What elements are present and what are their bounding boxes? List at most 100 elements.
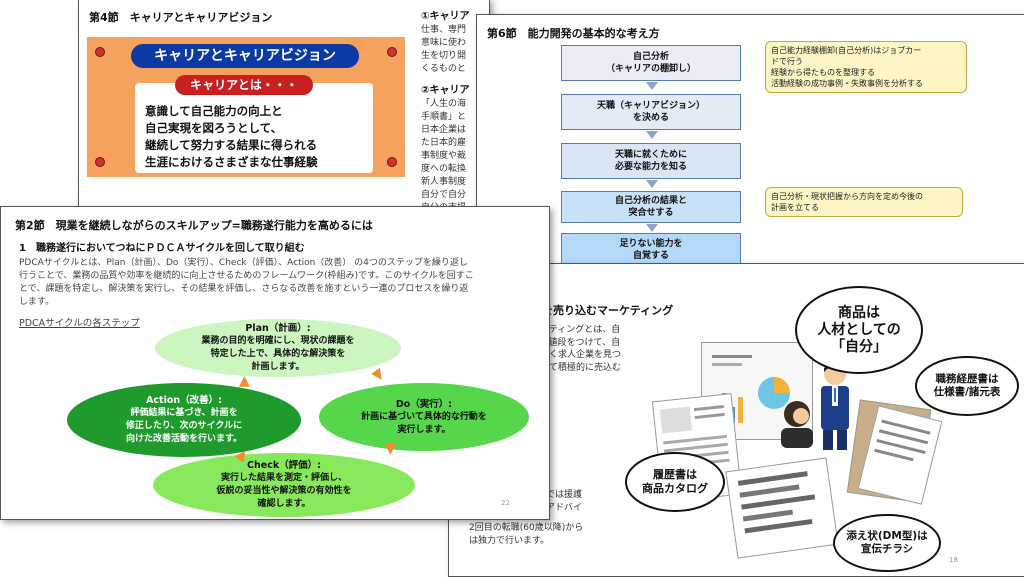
paragraph-line: PDCAサイクルとは、Plan（計画）、Do（実行）、Check（評価）、Act…: [19, 258, 468, 268]
bubble-line: 「自分」: [831, 338, 887, 355]
text-line: 動では援護: [537, 490, 583, 500]
text-line: って値段をつけて、自: [531, 337, 621, 348]
text-line: は独力で行います。: [469, 535, 550, 546]
text-line: た日本的雇: [421, 138, 467, 148]
note-line: 経験から得たものを整理する: [771, 68, 875, 77]
cycle-arrow-icon: ▲: [239, 373, 250, 389]
bubble-line: 職務経歴書は: [935, 373, 999, 385]
slide-ability-development: 第6節 能力開発の基本的な考え方 自己分析（キャリアの棚卸し） 天職（キャリアビ…: [476, 14, 1024, 326]
text-line: 。アドバイ: [537, 502, 583, 513]
bubble-job-history: 職務経歴書は 仕様書/諸元表: [915, 356, 1019, 416]
cycle-arrow-icon: ▼: [385, 441, 396, 457]
rivet-icon: [387, 157, 397, 167]
flow-arrow-icon: [646, 180, 658, 188]
rivet-icon: [95, 47, 105, 57]
callout-note-self-analysis: 自己能力経験棚卸(自己分析)はジョブカー ドで行う 経験から得たものを整理する …: [765, 41, 967, 93]
text-line: 事制度や裁: [421, 151, 467, 161]
paragraph-line: とで、課題を特定し、解決策を実行し、その結果を評価し、さらなる改善を施すという一…: [19, 284, 469, 294]
step-heading: Do（実行）:: [395, 398, 453, 410]
flow-arrow-icon: [646, 131, 658, 139]
paragraph-line: します。: [19, 297, 55, 307]
note-line: 自己分析・現状把握から方向を定め今後の: [771, 192, 923, 201]
bubble-line: 添え状(DM型)は: [846, 530, 928, 542]
text-line: ーケティングとは、自: [531, 325, 621, 335]
text-line: くるものと: [421, 64, 466, 74]
step-heading: Action（改善）:: [146, 395, 222, 406]
bubble-resume-catalog: 履歴書は 商品カタログ: [625, 452, 725, 512]
flow-step-required-skills: 天職に就くために必要な能力を知る: [561, 143, 741, 179]
page-number: 18: [949, 556, 958, 564]
step-line: 自覚する: [632, 251, 669, 261]
bubble-line: 宣伝チラシ: [860, 543, 914, 555]
cycle-arrow-icon: ▼: [369, 365, 388, 385]
page-number: 22: [501, 499, 510, 507]
section-subtitle: 1 職務遂行においてつねにＰＤＣＡサイクルを回して取り組む: [19, 243, 305, 254]
audience-icon: [777, 398, 817, 448]
bubble-line: 仕様書/諸元表: [933, 386, 1001, 398]
banner-card: 意識して自己能力の向上と 自己実現を図ろうとして、 継続して努力する結果に得られ…: [135, 83, 373, 173]
step-line: 計画に基づいて具体的な行動を: [361, 411, 487, 422]
text-line: 仕事、専門: [421, 25, 467, 35]
flow-step-self-analysis: 自己分析（キャリアの棚卸し）: [561, 45, 741, 81]
note-line: 自己能力経験棚卸(自己分析)はジョブカー: [771, 46, 922, 55]
text-line: 2回目の転職(60歳以降)から: [469, 523, 584, 533]
rivet-icon: [95, 157, 105, 167]
banner-line: 継続して努力する結果に得られる: [145, 138, 318, 152]
text-line: 「人生の海: [421, 99, 467, 109]
bubble-line: 履歴書は: [653, 468, 697, 481]
note-line: 計画を立てる: [771, 203, 819, 212]
paragraph-line: 行うことで、業務の品質や効率を継続的に向上させるためのフレームワーク(枠組み)で…: [19, 271, 474, 281]
step-line: 計画します。: [251, 362, 305, 372]
paper-lines: [874, 419, 931, 462]
step-line: 確認します。: [257, 499, 311, 509]
text-line: 意味に使わ: [421, 38, 467, 48]
step-line: 突合せする: [628, 208, 674, 218]
flow-arrow-icon: [646, 224, 658, 232]
bubble-cover-letter: 添え状(DM型)は 宣伝チラシ: [833, 514, 941, 572]
marketing-description: ーケティングとは、自 って値段をつけて、自 で早く求人企業を見つ わせて積極的に…: [531, 324, 621, 374]
banner-heading: キャリアとキャリアビジョン: [131, 44, 359, 68]
text-line: で早く求人企業を見つ: [531, 350, 622, 360]
flow-step-match-results: 自己分析の結果と突合せする: [561, 191, 741, 223]
flow-step-recognize-gaps: 足りない能力を自覚する: [561, 233, 741, 267]
action-ellipse: Action（改善）: 評価結果に基づき、計画を 修正したり、次のサイクルに 向…: [67, 383, 301, 457]
bubble-line: 人材としての: [817, 321, 901, 338]
check-ellipse: Check（評価）: 実行した結果を測定・評価し、 仮説の妥当性や解決策の有効性…: [153, 453, 415, 517]
step-line: 必要な能力を知る: [614, 162, 687, 172]
bubble-line: 商品は: [838, 304, 880, 321]
section-heading: ②キャリア: [421, 85, 470, 96]
step-line: 業務の目的を明確にし、現状の課題を: [201, 336, 355, 346]
slide-title: 第4節 キャリアとキャリアビジョン: [89, 11, 273, 24]
slide-title: 分を売り込むマーケティング: [531, 304, 674, 317]
career-definition-column: ①キャリア 仕事、専門 意味に使わ 生を切り開 くるものと: [421, 7, 489, 74]
step-line: 仮説の妥当性や解決策の有効性を: [216, 486, 352, 496]
do-ellipse: Do（実行）: 計画に基づいて具体的な行動を 実行します。: [319, 383, 529, 451]
step-line: 評価結果に基づき、計画を: [130, 408, 238, 418]
section-heading: ①キャリア: [421, 11, 470, 22]
rivet-icon: [387, 47, 397, 57]
text-line: 手順書」と: [421, 112, 467, 122]
note-line: ドで行う: [771, 57, 803, 66]
banner-line: 意識して自己能力の向上と: [145, 104, 283, 118]
letter-lines: [737, 471, 816, 534]
text-line: 自分で自分: [421, 190, 467, 200]
step-heading: Plan（計画）:: [245, 323, 311, 334]
bubble-product-self: 商品は 人材としての 「自分」: [795, 286, 923, 374]
step-line: 自己分析の結果と: [614, 196, 687, 206]
slide-pdca-cycle: 第2節 現業を継続しながらのスキルアップ=職務遂行能力を高めるには 1 職務遂行…: [0, 206, 550, 520]
pdca-paragraph: PDCAサイクルとは、Plan（計画）、Do（実行）、Check（評価）、Act…: [19, 257, 539, 309]
text-line: 新人事制度: [421, 177, 467, 187]
plan-ellipse: Plan（計画）: 業務の目的を明確にし、現状の課題を 特定した上で、具体的な解…: [155, 319, 401, 377]
slide-title: 第6節 能力開発の基本的な考え方: [487, 27, 660, 40]
flow-step-career-vision: 天職（キャリアビジョン）を決める: [561, 94, 741, 130]
step-heading: Check（評価）:: [247, 460, 321, 471]
step-line: を決める: [632, 113, 669, 123]
step-line: 実行した結果を測定・評価し、: [220, 473, 347, 483]
step-line: 実行します。: [397, 424, 451, 435]
flow-arrow-icon: [646, 82, 658, 90]
pdca-steps-link[interactable]: PDCAサイクルの各ステップ: [19, 318, 140, 329]
slide-career-vision: 第4節 キャリアとキャリアビジョン キャリアとキャリアビジョン 意識して自己能力…: [78, 0, 490, 230]
callout-note-planning: 自己分析・現状把握から方向を定め今後の 計画を立てる: [765, 187, 963, 217]
text-line: 日本企業は: [421, 125, 467, 135]
job-history-paper-icon: [857, 405, 943, 505]
